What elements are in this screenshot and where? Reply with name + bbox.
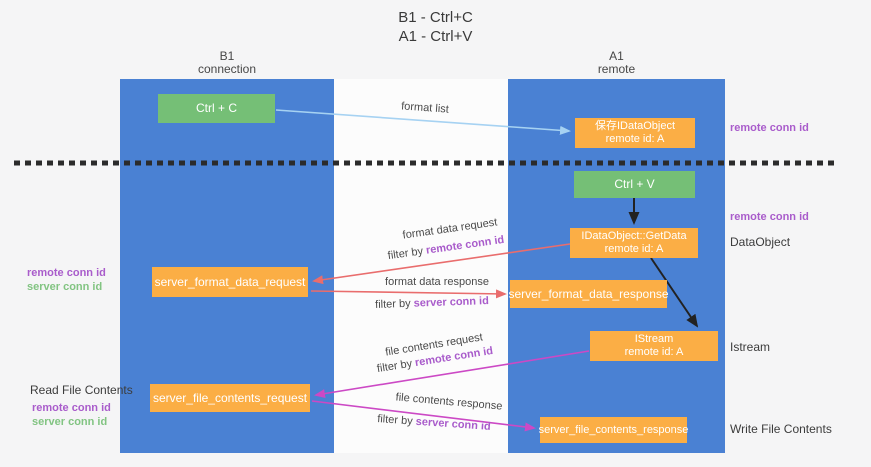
left-server-conn-id-format: server conn id xyxy=(27,281,103,293)
server-format-data-request-box: server_format_data_request xyxy=(152,267,308,297)
diagram-title: B1 - Ctrl+C A1 - Ctrl+V xyxy=(0,8,871,46)
left-conn-id-pair-file: remote conn id server conn id xyxy=(32,401,111,429)
server-format-data-request-label: server_format_data_request xyxy=(154,274,306,289)
server-file-contents-response-box: server_file_contents_response xyxy=(538,417,689,443)
left-column-name: B1 xyxy=(219,49,235,63)
server-file-contents-request-box: server_file_contents_request xyxy=(150,384,310,412)
title-line-2: A1 - Ctrl+V xyxy=(398,28,473,45)
getdata-line2: remote id: A xyxy=(604,243,664,255)
server-format-data-response-box: server_format_data_response xyxy=(508,280,669,308)
title-line-1: B1 - Ctrl+C xyxy=(398,9,473,26)
istream-line1: IStream xyxy=(634,333,674,345)
istream-line2: remote id: A xyxy=(624,346,684,358)
right-column-header: A1 remote xyxy=(508,50,725,76)
save-idataobject-box: 保存IDataObject remote id: A xyxy=(575,118,695,148)
left-conn-id-pair-format: remote conn id server conn id xyxy=(27,266,106,294)
server-file-contents-response-label: server_file_contents_response xyxy=(538,423,689,436)
left-column-header: B1 connection xyxy=(120,50,334,76)
getdata-line1: IDataObject::GetData xyxy=(581,230,687,242)
format-data-response-label: format data response xyxy=(385,276,489,288)
server-file-contents-request-label: server_file_contents_request xyxy=(152,390,308,405)
istream-side-label: Istream xyxy=(730,340,771,354)
ctrl-c-box: Ctrl + C xyxy=(158,94,275,123)
remote-conn-id-label-mid: remote conn id xyxy=(730,211,809,223)
remote-conn-id-label-top: remote conn id xyxy=(730,122,809,134)
read-file-contents-label: Read File Contents xyxy=(30,383,133,397)
left-remote-conn-id-file: remote conn id xyxy=(32,402,111,414)
ctrl-c-label: Ctrl + C xyxy=(195,101,237,115)
server-format-data-response-label: server_format_data_response xyxy=(508,286,669,301)
left-server-conn-id-file: server conn id xyxy=(32,416,108,428)
save-idataobject-line2: remote id: A xyxy=(605,133,665,145)
save-idataobject-line1: 保存IDataObject xyxy=(594,120,676,132)
left-remote-conn-id-format: remote conn id xyxy=(27,267,106,279)
right-column-name: A1 xyxy=(609,49,624,63)
left-column-subtitle: connection xyxy=(197,62,257,76)
idataobject-getdata-box: IDataObject::GetData remote id: A xyxy=(570,228,698,258)
right-column-subtitle: remote xyxy=(597,62,636,76)
ctrl-v-label: Ctrl + V xyxy=(614,177,655,191)
write-file-contents-label: Write File Contents xyxy=(730,422,832,436)
ctrl-v-box: Ctrl + V xyxy=(574,171,695,198)
istream-box: IStream remote id: A xyxy=(590,331,718,361)
filter-by-prefix: filter by xyxy=(374,297,414,311)
dataobject-label: DataObject xyxy=(730,235,791,249)
